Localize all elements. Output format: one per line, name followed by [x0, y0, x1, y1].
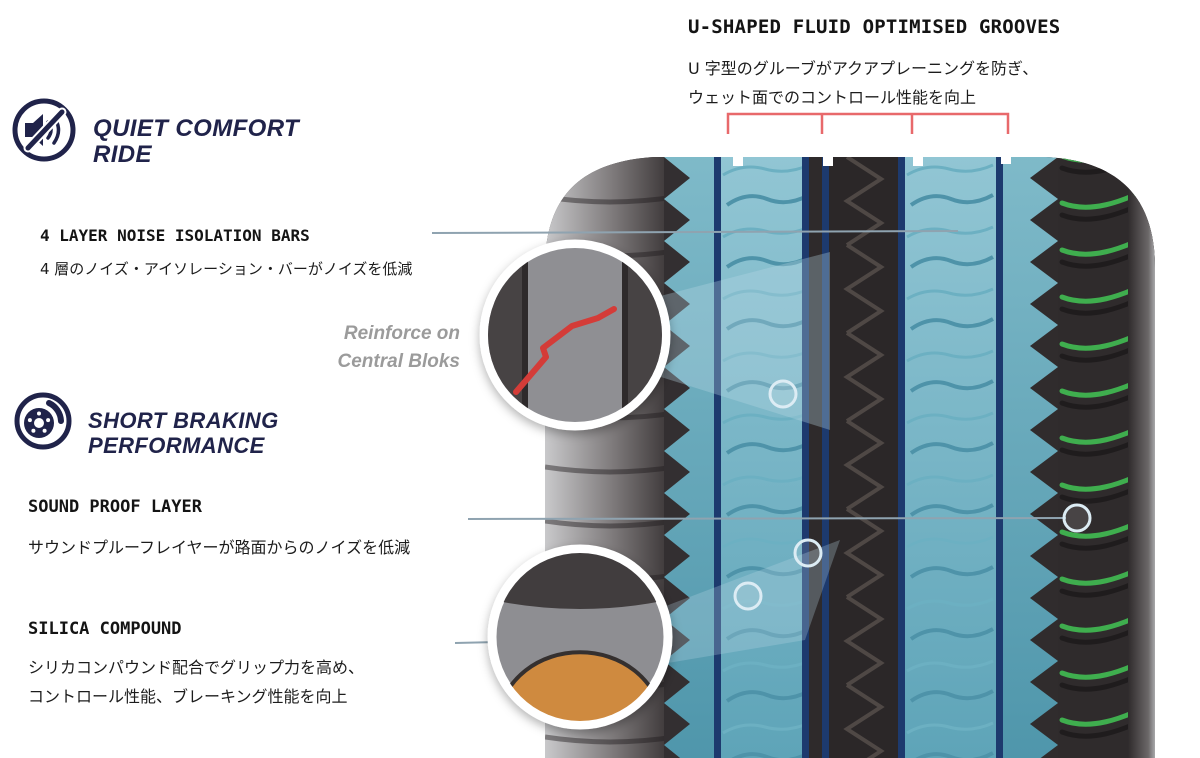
quiet-comfort-heading: QUIET COMFORT RIDE [93, 116, 299, 168]
inset-2-beam [650, 540, 840, 666]
reinforcement-line [513, 306, 617, 395]
central-zigzag-texture [829, 157, 898, 758]
quiet-comfort-heading-line1: QUIET COMFORT [93, 115, 300, 142]
tread-markers [733, 379, 1092, 611]
silica-compound-desc: シリカコンパウンド配合でグリップ力を高め、 コントロール性能、ブレーキング性能を… [28, 653, 364, 711]
tread-top-notches [733, 150, 1011, 166]
short-braking-heading: SHORT BRAKING PERFORMANCE [88, 408, 279, 458]
marker-circle [733, 581, 763, 611]
noise-isolation-bar [714, 157, 721, 758]
brake-disc-icon [12, 390, 74, 452]
groove-callout-desc: U 字型のグルーブがアクアプレーニングを防ぎ、 ウェット面でのコントロール性能を… [688, 54, 1038, 112]
green-sipes [1058, 157, 1140, 758]
groove-callout-desc-line1: U 字型のグルーブがアクアプレーニングを防ぎ、 [688, 59, 1039, 78]
groove-wave-texture-2 [905, 157, 996, 758]
reinforce-note: Reinforce on Central Bloks [295, 320, 460, 376]
groove-callout-title: U-SHAPED FLUID OPTIMISED GROOVES [688, 16, 1061, 38]
short-braking-heading-line2: PERFORMANCE [88, 433, 265, 458]
narrow-rib [809, 157, 822, 758]
inset-silica-compound [487, 544, 673, 730]
noise-isolation-bar [898, 157, 905, 758]
marker-circle [768, 379, 798, 409]
noise-isolation-desc: 4 層のノイズ・アイソレーション・バーがノイズを低減 [40, 260, 413, 278]
quiet-comfort-heading-line2: RIDE [93, 141, 152, 168]
connector-noise-isolation [431, 230, 959, 234]
groove-bracket [726, 112, 1010, 134]
reinforce-note-line1: Reinforce on [343, 323, 460, 344]
noise-isolation-bar [822, 157, 829, 758]
groove-callout-desc-line2: ウェット面でのコントロール性能を向上 [688, 88, 977, 107]
marker-circle [1062, 503, 1092, 533]
tire-tread [545, 157, 1155, 758]
inset1-left-groove [488, 248, 522, 422]
silica-compound-label: SILICA COMPOUND [28, 619, 182, 639]
connector-sound-proof [467, 517, 1067, 520]
short-braking-heading-line1: SHORT BRAKING [88, 408, 279, 433]
groove-wave-texture-1 [721, 157, 802, 758]
serration-teeth-right [1003, 157, 1058, 758]
inset-central-blocks [479, 239, 671, 431]
marker-circle [793, 538, 823, 568]
right-sidewall [1128, 157, 1155, 758]
noise-isolation-bar [802, 157, 809, 758]
noise-isolation-label: 4 LAYER NOISE ISOLATION BARS [40, 226, 310, 245]
muted-speaker-icon [10, 96, 78, 164]
inset-1-beam [645, 252, 830, 430]
noise-isolation-bar [996, 157, 1003, 758]
silica-compound-desc-line2: コントロール性能、ブレーキング性能を向上 [28, 687, 348, 706]
serration-teeth-left [664, 157, 714, 758]
sound-proof-desc: サウンドプルーフレイヤーが路面からのノイズを低減 [28, 538, 411, 557]
reinforce-note-line2: Central Bloks [337, 351, 460, 372]
sound-proof-label: SOUND PROOF LAYER [28, 497, 202, 517]
silica-compound-desc-line1: シリカコンパウンド配合でグリップ力を高め、 [28, 658, 365, 677]
